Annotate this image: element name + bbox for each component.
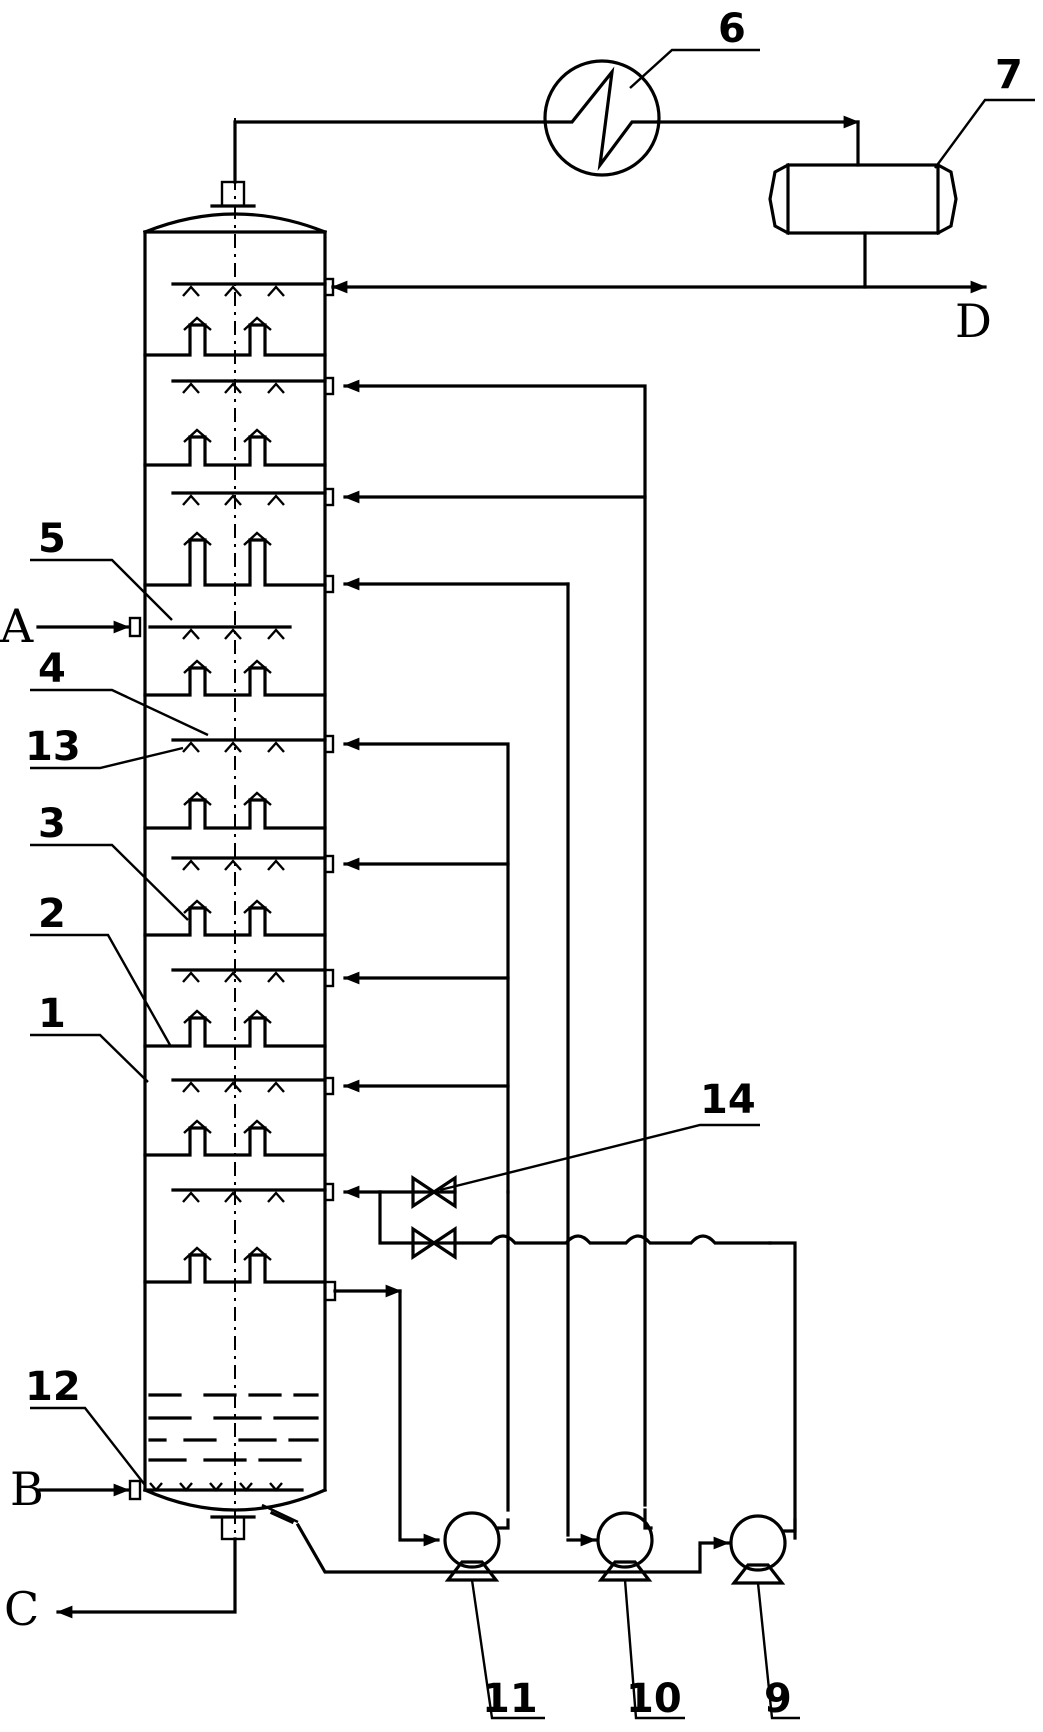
bottoms-line-pump-9 xyxy=(261,1503,730,1574)
tray xyxy=(143,316,327,357)
tray xyxy=(143,1246,327,1284)
reflux-line xyxy=(323,231,987,297)
centrifugal-pump-icon xyxy=(729,1514,797,1585)
pump-9-discharge xyxy=(323,1182,797,1540)
tray xyxy=(143,1119,327,1157)
gas-distributor xyxy=(143,1482,304,1492)
heat-exchanger-icon xyxy=(543,59,661,177)
feed-stream-b: B xyxy=(10,1462,142,1516)
label-11: 11 xyxy=(482,1676,538,1722)
draw-off-line xyxy=(323,1280,440,1547)
centrifugal-pump-icon xyxy=(443,1511,510,1582)
gate-valve-icon[interactable] xyxy=(411,1175,457,1209)
label-9: 9 xyxy=(764,1676,792,1722)
distillate-d: D xyxy=(955,294,992,348)
centrifugal-pump-icon xyxy=(596,1508,654,1582)
stream-label-c: C xyxy=(4,1582,39,1636)
label-6: 6 xyxy=(718,6,746,52)
bottom-product-c: C xyxy=(4,1537,237,1636)
spray-distributor xyxy=(171,1188,327,1203)
tray xyxy=(143,899,327,937)
label-3: 3 xyxy=(38,801,66,847)
label-12: 12 xyxy=(25,1364,81,1410)
label-7: 7 xyxy=(995,52,1023,98)
bottom-liquid-level xyxy=(148,1393,319,1462)
tray xyxy=(143,1009,327,1048)
spray-distributor xyxy=(148,625,292,640)
tray xyxy=(143,428,327,467)
stream-label-a: A xyxy=(0,599,34,653)
spray-distributor xyxy=(171,856,327,871)
spray-distributors xyxy=(148,282,327,1203)
label-5: 5 xyxy=(38,516,66,562)
callouts: 6 7 5 4 13 3 2 1 12 14 11 10 9 xyxy=(25,6,1035,1722)
spray-distributor xyxy=(171,491,327,506)
overhead-line xyxy=(233,115,860,184)
trays xyxy=(143,316,327,1284)
label-13: 13 xyxy=(25,724,81,770)
gate-valve-icon[interactable] xyxy=(411,1226,457,1260)
spray-distributor xyxy=(171,1078,327,1093)
pumparound-line-pump-10 xyxy=(323,376,647,1537)
tray xyxy=(143,531,327,587)
label-10: 10 xyxy=(626,1676,682,1722)
stream-label-b: B xyxy=(10,1462,44,1516)
pumparound-line-pump-11 xyxy=(323,734,510,1512)
reflux-drum-icon xyxy=(768,162,958,236)
label-4: 4 xyxy=(38,646,66,692)
tray xyxy=(143,659,327,697)
label-2: 2 xyxy=(38,891,66,937)
spray-distributor xyxy=(171,379,327,394)
spray-distributor xyxy=(171,282,327,297)
label-1: 1 xyxy=(38,991,66,1037)
feed-stream-a: A xyxy=(0,599,142,653)
spray-distributor xyxy=(171,738,327,753)
spray-distributor xyxy=(171,968,327,983)
stream-label-d: D xyxy=(955,294,992,348)
tray xyxy=(143,791,327,830)
label-14: 14 xyxy=(700,1077,756,1123)
